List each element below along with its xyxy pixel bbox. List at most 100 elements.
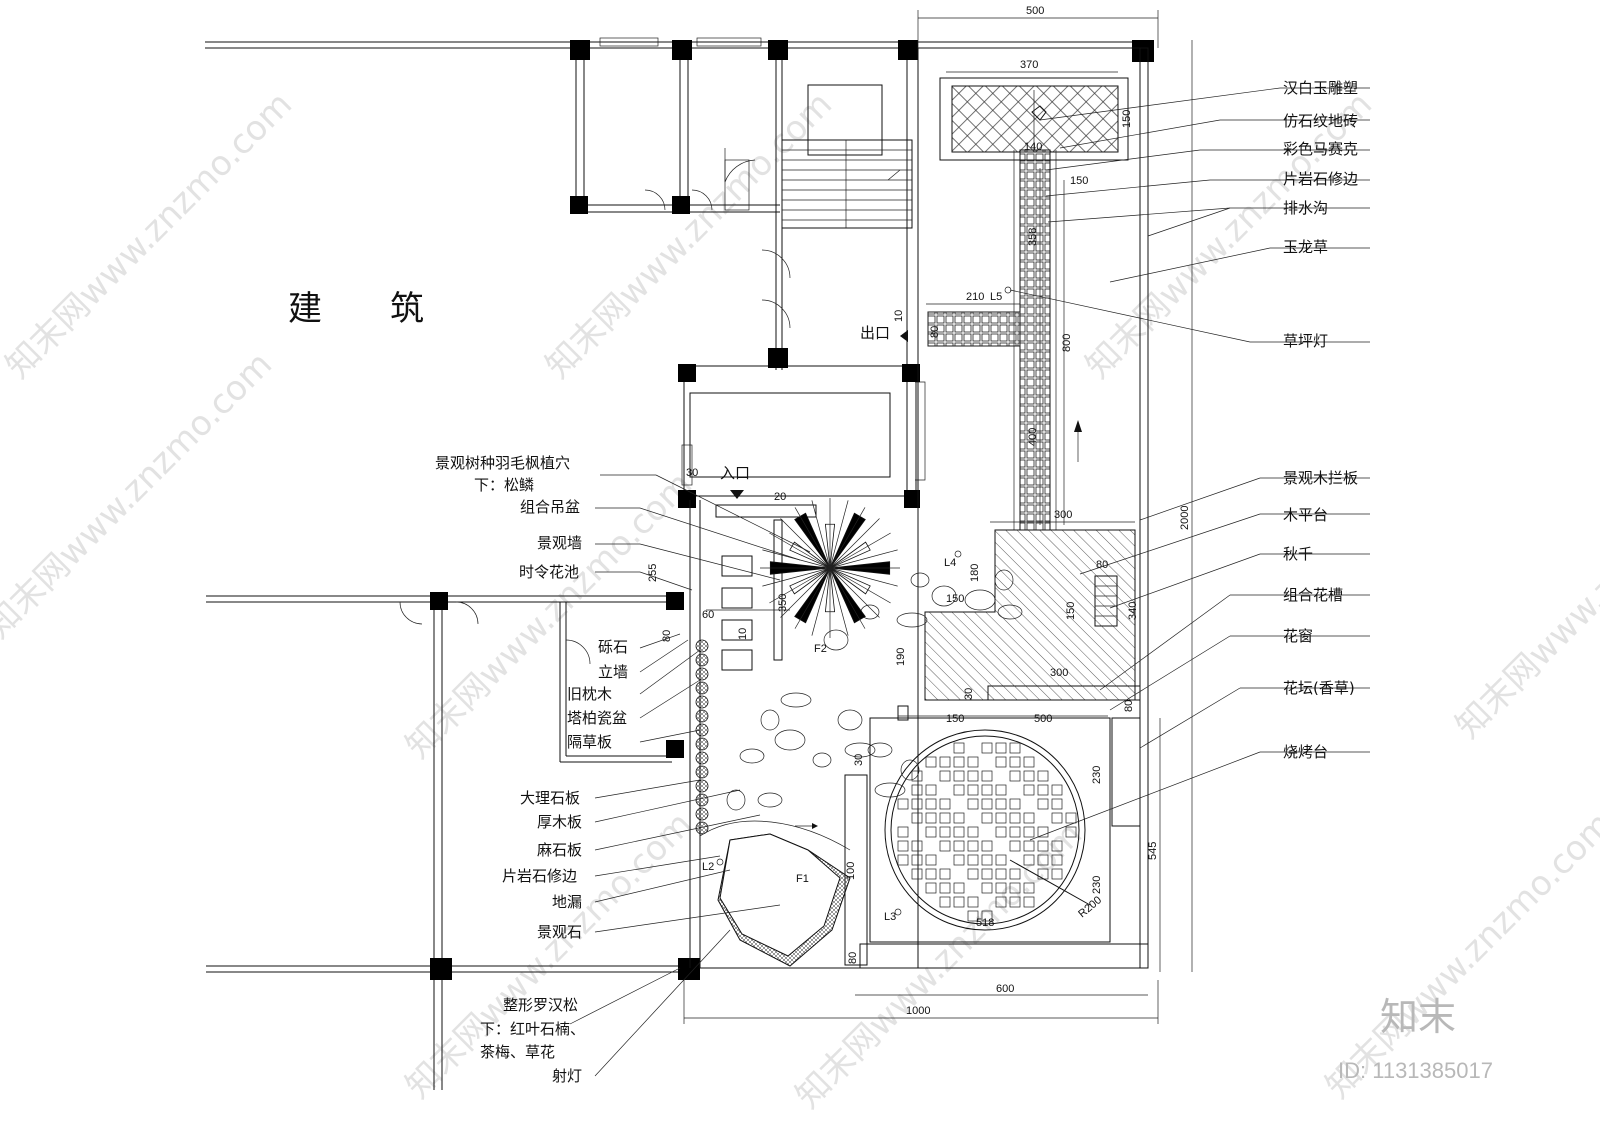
label-floor-drain: 地漏 [552, 893, 582, 911]
patio-tile [939, 896, 951, 908]
tree-canopy-line [829, 549, 898, 569]
patio-tile [981, 742, 993, 754]
patio-tile [911, 784, 923, 796]
patio-tile [981, 770, 993, 782]
shrub-dot [695, 709, 709, 723]
bottom-labels: 整形罗汉松 下：红叶石楠、 茶梅、草花 射灯 [480, 996, 585, 1085]
label-slate-edge: 片岩石修边 [1283, 170, 1358, 188]
patio-tile [953, 840, 965, 852]
patio-tile [939, 826, 951, 838]
label-landscape-stone: 景观石 [537, 923, 582, 941]
stepping-stone [867, 742, 893, 758]
stepping-stone [931, 585, 957, 607]
patio-tile [995, 812, 1007, 824]
entrance-label: 入口 [720, 464, 750, 482]
tree-canopy-line [794, 507, 831, 569]
shrub-dot [695, 821, 709, 835]
tree-canopy-line [829, 507, 866, 569]
dim: 100 [845, 862, 857, 880]
patio-tile [1065, 812, 1077, 824]
label-deck: 木平台 [1283, 506, 1328, 524]
patio-tile [1023, 896, 1035, 908]
tree-canopy-line [829, 567, 866, 629]
patio-tile [967, 756, 979, 768]
marker-l4: L4 [944, 557, 956, 569]
patio-tile [1037, 784, 1049, 796]
dim: 230 [1091, 876, 1103, 894]
patio-tile [1023, 882, 1035, 894]
dim: 140 [1024, 141, 1042, 153]
stepping-stone [844, 742, 876, 758]
dim: 150 [1065, 602, 1077, 620]
dim: 300 [1050, 667, 1068, 679]
dim: 150 [1070, 175, 1088, 187]
patio-tile [1009, 742, 1021, 754]
patio-tile [1037, 770, 1049, 782]
label-flower-window: 花窗 [1283, 627, 1313, 645]
patio-tile [967, 826, 979, 838]
label-pine: 整形罗汉松 [503, 996, 578, 1014]
dim: 370 [1020, 59, 1038, 71]
patio-tile [981, 910, 993, 922]
shrub-dot [695, 653, 709, 667]
dim: 30 [853, 754, 865, 766]
label-cypress-pot: 塔柏瓷盆 [567, 709, 627, 727]
patio-tile [953, 812, 965, 824]
stepping-stone [823, 629, 849, 651]
dim: 518 [976, 917, 994, 929]
watermark-text: 知末网www.znzmo.com [788, 814, 1090, 1116]
stepping-stone [997, 604, 1023, 620]
tree-canopy-line [762, 567, 831, 587]
label-granite: 麻石板 [537, 841, 582, 859]
patio-tile [1023, 784, 1035, 796]
dim: 60 [702, 609, 714, 621]
dim: 340 [1127, 602, 1139, 620]
marker-l5: L5 [990, 291, 1002, 303]
stepping-stone [994, 569, 1014, 591]
patio-tile [925, 868, 937, 880]
label-planter: 组合花槽 [1283, 586, 1343, 604]
patio-tile [897, 826, 909, 838]
shrub-dot [695, 667, 709, 681]
label-feature-wall: 景观墙 [537, 534, 582, 552]
patio-tile [1023, 826, 1035, 838]
patio-tile [1051, 868, 1063, 880]
dim: 10 [737, 628, 749, 640]
brand-id: ID: 1131385017 [1338, 1058, 1493, 1083]
patio-tile [911, 812, 923, 824]
patio-tile [939, 770, 951, 782]
stepping-stone [874, 782, 906, 798]
patio-tile [1037, 840, 1049, 852]
patio-tile [967, 798, 979, 810]
label-drain: 排水沟 [1283, 199, 1328, 217]
dim: 800 [1061, 334, 1073, 352]
watermark-text: 知末网www.znzmo.com [1448, 444, 1600, 746]
exit-label: 出口 [860, 324, 890, 342]
patio-tile [981, 868, 993, 880]
tree-canopy-line [811, 567, 831, 636]
patio-tile [967, 840, 979, 852]
label-sleeper: 旧枕木 [567, 685, 612, 703]
patio-tile [967, 854, 979, 866]
stepping-stone [774, 729, 806, 751]
patio-tile [953, 826, 965, 838]
dim: 20 [774, 491, 786, 503]
patio-tile [1037, 798, 1049, 810]
patio-tile [1051, 798, 1063, 810]
marker-f2: F2 [814, 643, 827, 655]
dim: 150 [946, 593, 964, 605]
patio-tile [925, 798, 937, 810]
stepping-stone [910, 572, 930, 588]
structural-columns [430, 40, 1154, 980]
label-tree-pit: 景观树种羽毛枫植穴 [435, 454, 570, 472]
patio-tile [925, 882, 937, 894]
patio-tile [1009, 812, 1021, 824]
shrub-dot [695, 737, 709, 751]
dim: 30 [963, 688, 975, 700]
patio-tile [1051, 840, 1063, 852]
stepping-stone [726, 789, 746, 811]
patio-tile [967, 910, 979, 922]
label-wall: 立墙 [598, 663, 628, 681]
patio-tile [995, 756, 1007, 768]
tree-canopy-line [829, 532, 891, 569]
